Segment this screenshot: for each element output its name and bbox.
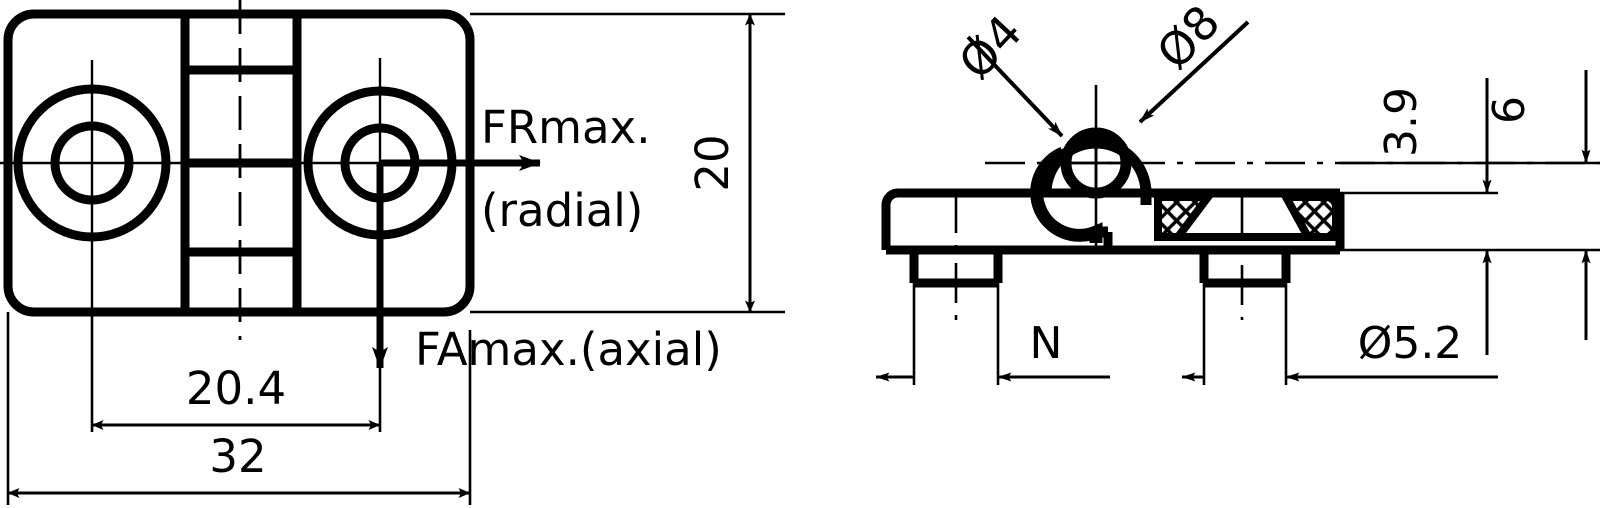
hub-outer-leader-line: [1138, 20, 1250, 124]
height-dimension: [470, 12, 785, 314]
hub-height-label: 3.9: [1376, 87, 1427, 157]
left-bore-inner-circle: [50, 121, 134, 205]
pin-bore-circle: [1060, 127, 1132, 199]
hole-spacing-label: 20.4: [186, 362, 286, 415]
countersink-section: [1154, 193, 1340, 254]
countersink-label: Ø5.2: [1358, 318, 1463, 369]
height-dimension-label: 20: [686, 134, 739, 191]
total-height-label: 6: [1484, 96, 1535, 124]
hub-section-cut-arc: [1030, 147, 1103, 243]
front-view: FRmax. (radial) FAmax.(axial) 20 20.4: [0, 0, 785, 505]
radial-force-label-line1: FRmax.: [481, 101, 651, 154]
thread-callout-label: N: [1030, 318, 1063, 369]
thread-dimension: [875, 283, 1110, 385]
pin-bore-crosshair: [1070, 137, 1122, 189]
radial-force-label-line2: (radial): [481, 184, 643, 237]
width-dimension-label: 32: [209, 430, 266, 483]
pin-bore-leader-line: [966, 35, 1064, 138]
countersink-dimension: [1181, 283, 1498, 385]
plate-top-left-fillet: [881, 188, 899, 206]
width-dimension: [6, 312, 472, 505]
right-mounting-foot: [1199, 250, 1291, 288]
hub-height-dimension: [1340, 78, 1600, 355]
axial-force-label: FAmax.(axial): [415, 323, 722, 376]
left-mounting-foot: [909, 250, 1003, 288]
hole-spacing-dimension: [90, 312, 382, 432]
total-height-dimension: [1340, 70, 1600, 340]
central-slot: [180, 14, 302, 312]
countersink-hatch-right: [1279, 193, 1340, 241]
side-view: Ø4 Ø8 3.9 6: [875, 0, 1600, 385]
left-bore-outer-circle: [13, 84, 171, 242]
